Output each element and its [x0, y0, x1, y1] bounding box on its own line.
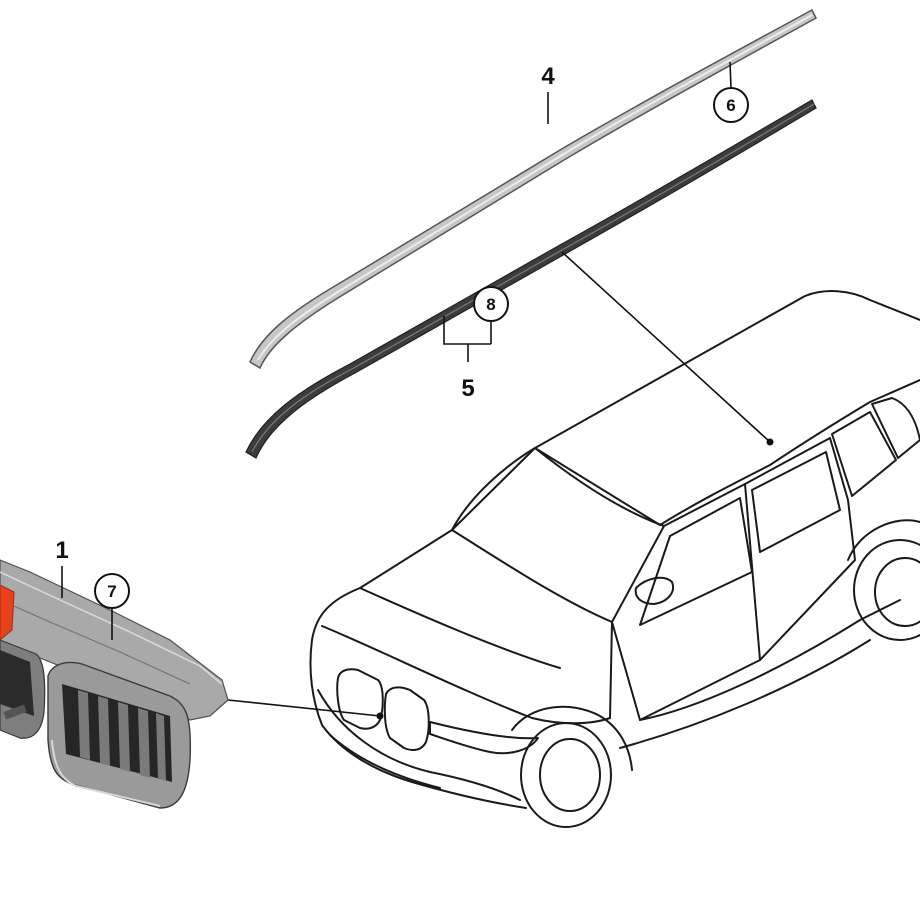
car-body: [309, 290, 920, 809]
car-a-pillar: [611, 483, 761, 721]
grille-pointer-dot: [376, 712, 384, 720]
callout-1-label: 1: [55, 537, 68, 564]
callout-8[interactable]: 8: [473, 286, 509, 344]
callout-5-label: 5: [461, 375, 474, 402]
callout-6-leader: [729, 61, 732, 89]
car-hood: [321, 621, 613, 725]
car-b-pillar: [744, 437, 856, 661]
callout-5[interactable]: 5: [443, 316, 491, 402]
car-rear-wheel: [853, 539, 920, 641]
callout-6-label: 6: [726, 96, 735, 115]
callout-5-bracket: [443, 316, 491, 345]
car-roof: [534, 379, 920, 526]
car-sill-lower: [619, 639, 871, 749]
roof-rail-part-4[interactable]: [249, 8, 817, 370]
grille-pointer: [227, 699, 384, 720]
rail-seal-part-5[interactable]: [245, 99, 817, 459]
car-rear-rim: [874, 557, 920, 627]
car-kidney-left: [336, 668, 384, 730]
car-front-window: [639, 497, 753, 626]
callout-4[interactable]: 4: [541, 63, 555, 124]
car-lower-intake: [329, 734, 441, 789]
roof-pointer-line: [561, 251, 771, 443]
car-sill: [639, 599, 901, 721]
car-rear-arch: [847, 519, 920, 561]
car-rear-window: [751, 451, 841, 553]
roof-pointer-dot: [766, 438, 774, 446]
callout-7[interactable]: 7: [94, 573, 130, 640]
grille-pointer-line: [227, 699, 381, 717]
callout-4-label: 4: [541, 63, 555, 90]
car-headlight: [429, 721, 539, 755]
car-mirror: [634, 576, 674, 605]
callout-7-label: 7: [107, 582, 116, 601]
callout-8-circle: [473, 286, 509, 322]
callout-8-label: 8: [486, 295, 495, 314]
car-bumper: [317, 689, 521, 801]
callout-6[interactable]: 6: [713, 61, 749, 123]
car-front-rim: [539, 738, 601, 812]
car-kidney-right: [383, 686, 430, 751]
car-windshield: [451, 447, 665, 623]
car-outline[interactable]: [309, 290, 920, 828]
callout-1[interactable]: 1: [55, 537, 69, 598]
grille-assembly-part-1[interactable]: [0, 559, 229, 809]
car-hood-edge: [359, 587, 561, 669]
callout-6-circle: [713, 87, 749, 123]
car-front-wheel: [520, 722, 612, 828]
car-front-arch: [511, 705, 633, 771]
roof-pointer: [561, 251, 774, 446]
car-quarter-window: [831, 411, 897, 497]
